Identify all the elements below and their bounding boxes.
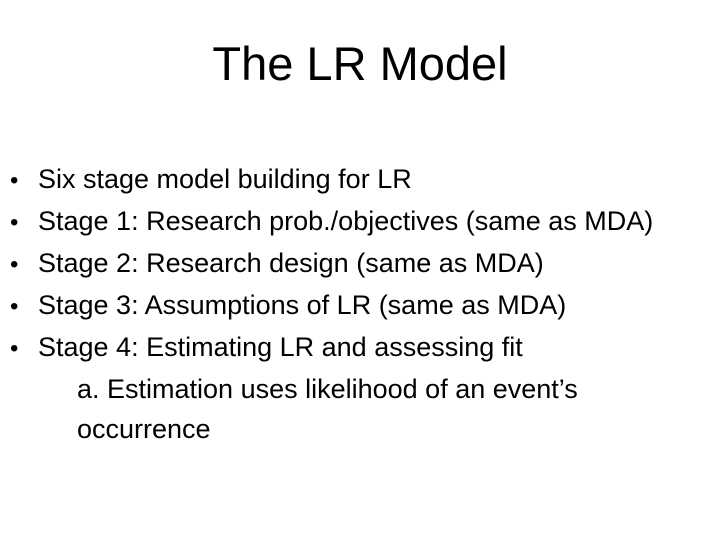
bullet-icon: • (10, 167, 19, 194)
bullet-icon: • (10, 209, 19, 236)
bullet-text: Stage 3: Assumptions of LR (same as MDA) (38, 290, 567, 320)
sub-item-line: occurrence (77, 414, 211, 444)
bullet-item: • Stage 2: Research design (same as MDA) (0, 243, 720, 285)
bullet-text: Stage 1: Research prob./objectives (same… (38, 206, 654, 236)
bullet-icon: • (10, 335, 19, 362)
bullet-item: • Stage 1: Research prob./objectives (sa… (0, 201, 720, 243)
sub-item-line: a. Estimation uses likelihood of an even… (77, 374, 578, 404)
bullet-item: • Stage 4: Estimating LR and assessing f… (0, 327, 720, 369)
bullet-text: Stage 2: Research design (same as MDA) (38, 248, 544, 278)
bullet-list: • Six stage model building for LR • Stag… (0, 159, 720, 449)
bullet-icon: • (10, 251, 19, 278)
bullet-text: Stage 4: Estimating LR and assessing fit (38, 332, 523, 362)
bullet-text: Six stage model building for LR (38, 164, 412, 194)
bullet-icon: • (10, 293, 19, 320)
bullet-item: • Six stage model building for LR (0, 159, 720, 201)
bullet-item: • Stage 3: Assumptions of LR (same as MD… (0, 285, 720, 327)
slide-title: The LR Model (212, 37, 508, 90)
